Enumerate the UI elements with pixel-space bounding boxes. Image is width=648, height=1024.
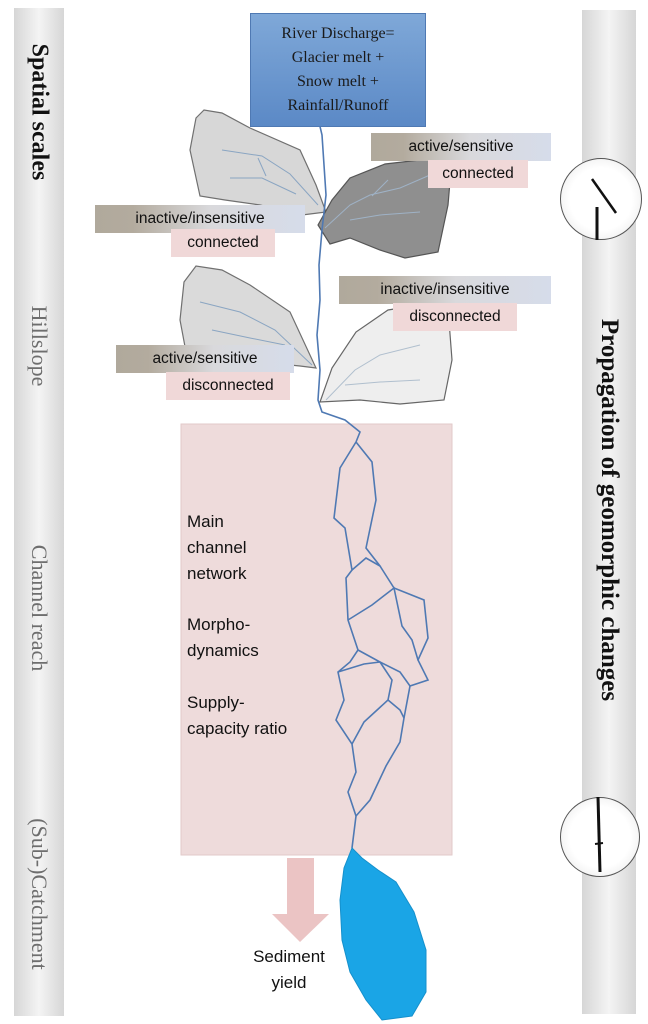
hillslope-upper-right <box>317 157 453 259</box>
title-line-2: Glacier melt + <box>291 49 385 66</box>
hillslope-3-state-label: inactive/insensitive <box>339 276 551 304</box>
title-line-3: Snow melt + <box>297 73 379 90</box>
hillslope-1-connectivity-label: connected <box>428 160 528 188</box>
hillslope-4-state-label: active/sensitive <box>116 345 294 373</box>
river-discharge-box: River Discharge= Glacier melt + Snow mel… <box>250 13 426 127</box>
main-river <box>316 117 361 443</box>
supply-capacity-ratio-text: Supply- capacity ratio <box>187 693 288 738</box>
spatial-scale-bar: Spatial scales Hillslope Channel reach (… <box>14 8 64 1016</box>
title-line-4: Rainfall/Runoff <box>287 97 389 114</box>
sediment-yield-arrow <box>272 858 329 942</box>
hillslope-3-connectivity-label: disconnected <box>393 303 517 331</box>
channel-reach-panel <box>180 423 453 856</box>
hillslope-4-connectivity-label: disconnected <box>166 372 290 400</box>
hillslope-2-connectivity-label: connected <box>171 229 275 257</box>
morphodynamics-text: Morpho- dynamics <box>187 615 259 660</box>
braided-channel-network <box>333 441 430 849</box>
gauge-icon-bottom <box>560 796 640 877</box>
sediment-yield-text: Sediment yield <box>253 947 325 992</box>
outlet-lake <box>339 847 427 1021</box>
hillslope-2-state-label: inactive/insensitive <box>95 205 305 233</box>
gauge-icon-top <box>560 158 642 240</box>
hillslope-1-state-label: active/sensitive <box>371 133 551 161</box>
main-channel-network-text: Main channel network <box>187 512 247 583</box>
title-line-1: River Discharge= <box>281 25 395 42</box>
